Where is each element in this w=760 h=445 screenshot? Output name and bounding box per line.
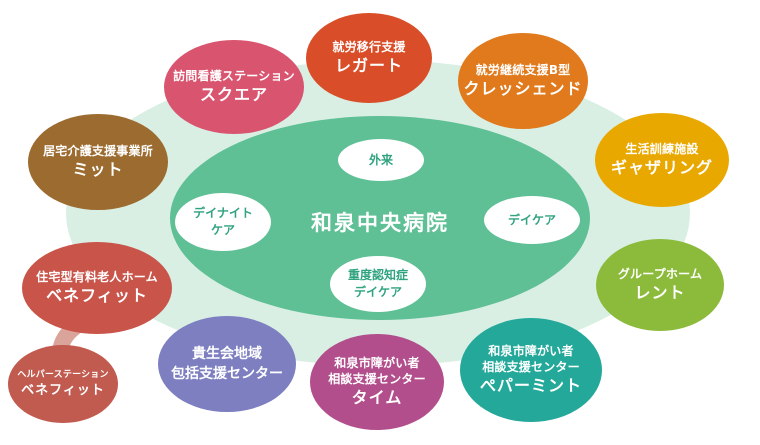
benefit-home-circle: 住宅型有料老人ホーム ベネフィット xyxy=(22,242,172,334)
benefit-helper-name: ベネフィット xyxy=(21,382,105,398)
time-type-1: 和泉市障がい者 xyxy=(334,356,420,370)
regato-circle: 就労移行支援 レガート xyxy=(306,13,432,103)
crescendo-circle: 就労継続支援B型 クレッシェンド xyxy=(458,33,588,129)
crescendo-type: 就労継続支援B型 xyxy=(475,63,571,77)
outpatient-label: 外来 xyxy=(368,152,393,167)
gathering-name: ギャザリング xyxy=(610,158,713,177)
gathering-type: 生活訓練施設 xyxy=(625,142,699,156)
dementia-daycare-line2: デイケア xyxy=(353,285,402,299)
daynight-care-line1: デイナイト xyxy=(193,206,253,220)
mitto-circle: 居宅介護支援事業所 ミット xyxy=(28,114,168,210)
time-type-2: 相談支援センター xyxy=(328,372,426,386)
square-circle: 訪問看護ステーション スクエア xyxy=(164,40,304,134)
regato-type: 就労移行支援 xyxy=(332,40,406,54)
kisei-line1: 貴生会地域 xyxy=(192,346,262,362)
benefit-helper-circle: ヘルパーステーション ベネフィット xyxy=(8,345,118,423)
benefit-helper-type: ヘルパーステーション xyxy=(17,369,109,380)
daycare-circle: デイケア xyxy=(484,196,580,244)
square-type: 訪問看護ステーション xyxy=(173,69,295,83)
benefit-home-name: ベネフィット xyxy=(46,286,148,305)
daynight-care-line2: ケア xyxy=(210,223,235,237)
mitto-type: 居宅介護支援事業所 xyxy=(43,144,153,158)
rent-type: グループホーム xyxy=(617,267,703,281)
rent-circle: グループホーム レント xyxy=(596,239,724,331)
hospital-ellipse xyxy=(170,116,590,320)
dementia-daycare-circle: 重度認知症 デイケア xyxy=(330,256,426,312)
kisei-circle: 貴生会地域 包括支援センター xyxy=(158,316,296,412)
rent-name: レント xyxy=(634,283,686,302)
peppermint-circle: 和泉市障がい者 相談支援センター ぺパーミント xyxy=(460,318,602,422)
benefit-home-type: 住宅型有料老人ホーム xyxy=(36,270,158,284)
mitto-name: ミット xyxy=(72,160,124,179)
crescendo-name: クレッシェンド xyxy=(463,79,583,98)
daynight-care-circle: デイナイト ケア xyxy=(175,193,271,251)
square-name: スクエア xyxy=(199,85,268,104)
time-circle: 和泉市障がい者 相談支援センター タイム xyxy=(310,334,444,430)
peppermint-type-1: 和泉市障がい者 xyxy=(488,344,574,358)
dementia-daycare-line1: 重度認知症 xyxy=(347,268,408,282)
outpatient-circle: 外来 xyxy=(338,139,424,181)
peppermint-type-2: 相談支援センター xyxy=(482,360,580,374)
hospital-name: 和泉中央病院 xyxy=(311,211,449,235)
daycare-label: デイケア xyxy=(507,212,556,227)
regato-name: レガート xyxy=(334,56,403,75)
kisei-line2: 包括支援センター xyxy=(171,366,283,382)
peppermint-name: ぺパーミント xyxy=(479,376,582,395)
gathering-circle: 生活訓練施設 ギャザリング xyxy=(595,113,729,207)
time-name: タイム xyxy=(351,388,403,407)
